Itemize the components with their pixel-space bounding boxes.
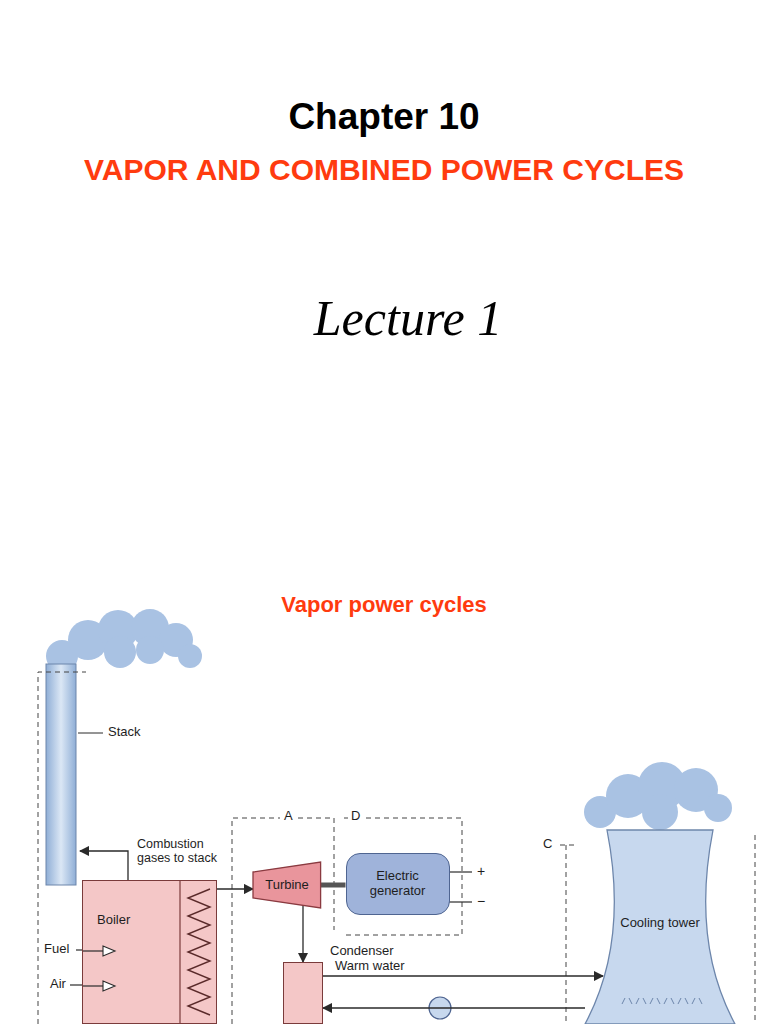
drawing-part bbox=[678, 998, 681, 1004]
drawing-part bbox=[232, 818, 280, 1024]
drawing-part bbox=[136, 636, 164, 664]
drawing-part bbox=[83, 985, 103, 986]
terminal-sign: − bbox=[477, 893, 485, 909]
drawing-part bbox=[344, 818, 348, 819]
drawing-part bbox=[692, 998, 695, 1004]
air-inlet bbox=[70, 984, 82, 985]
node-outline bbox=[253, 862, 321, 908]
leader-line bbox=[78, 733, 103, 734]
terminal-sign: + bbox=[477, 863, 485, 879]
input-label: Fuel bbox=[44, 942, 69, 957]
drawing-part bbox=[445, 871, 472, 872]
flue-gas-arrow bbox=[80, 851, 128, 880]
drawing-part bbox=[83, 950, 103, 951]
shaft-line bbox=[321, 883, 346, 888]
fuel-inlet bbox=[76, 949, 82, 950]
boiler-coil bbox=[180, 881, 210, 1024]
cooling-tower: Cooling tower bbox=[585, 830, 735, 1024]
drawing-part bbox=[657, 998, 660, 1004]
input-label: Air bbox=[50, 977, 66, 992]
inlet-arrows bbox=[83, 946, 115, 991]
drawing-part bbox=[629, 998, 632, 1004]
edge-label: Warm water bbox=[333, 958, 407, 973]
node-label: Cooling tower bbox=[620, 916, 700, 931]
drawing-part bbox=[445, 901, 472, 902]
drawing-part bbox=[178, 644, 202, 668]
drawing-part bbox=[104, 636, 136, 668]
drawing-part bbox=[622, 998, 625, 1004]
drawing-part bbox=[566, 845, 567, 1024]
part-label: Stack bbox=[108, 725, 141, 740]
section-heading: Vapor power cycles bbox=[281, 592, 486, 617]
smoke-cloud bbox=[46, 609, 202, 672]
tower-shell bbox=[585, 830, 735, 1024]
chapter-title: Chapter 10 bbox=[288, 96, 479, 139]
drawing-part bbox=[650, 998, 653, 1004]
node-label: Condenser bbox=[330, 944, 394, 959]
drawing-part bbox=[179, 881, 180, 1024]
node-label: Boiler bbox=[97, 913, 130, 928]
boiler-box: Boiler bbox=[82, 880, 217, 1024]
drawing-part bbox=[671, 998, 674, 1004]
flow-arrow bbox=[302, 905, 303, 962]
node-label: Electric generator bbox=[358, 869, 438, 899]
tower-cloud bbox=[584, 762, 732, 830]
drawing-part bbox=[636, 998, 639, 1004]
drawing-part bbox=[103, 946, 115, 956]
drawing-part bbox=[344, 818, 462, 935]
flow-arrow bbox=[217, 888, 253, 889]
turbine-trapezoid: Turbine bbox=[253, 862, 321, 908]
lecture-heading: Lecture 1 bbox=[314, 290, 502, 348]
chapter-subtitle: VAPOR AND COMBINED POWER CYCLES bbox=[84, 153, 684, 188]
flow-arrow bbox=[323, 1007, 585, 1008]
turbine-shape bbox=[253, 862, 321, 908]
drawing-part bbox=[685, 998, 688, 1004]
boundary-letter: C bbox=[543, 837, 552, 852]
drawing-part bbox=[560, 845, 578, 846]
stack-chimney bbox=[46, 664, 76, 885]
boundary-letter: A bbox=[284, 809, 293, 824]
node-outline bbox=[83, 881, 218, 1024]
boundary-lines bbox=[38, 672, 755, 1024]
node-outline bbox=[585, 830, 735, 1024]
drawing-part bbox=[664, 998, 667, 1004]
drawing-part bbox=[699, 998, 702, 1004]
terminal-wires bbox=[445, 872, 472, 902]
flow-label: Combustion gases to stack bbox=[137, 837, 227, 866]
flow-arrow bbox=[323, 975, 603, 976]
drawing-part bbox=[704, 794, 732, 822]
drawing-part bbox=[755, 835, 756, 1024]
node-label: Turbine bbox=[265, 878, 309, 893]
boundary-letter: D bbox=[351, 809, 360, 824]
drawing-part bbox=[103, 981, 115, 991]
drawing-part bbox=[643, 998, 646, 1004]
drawing-part bbox=[642, 794, 678, 830]
condenser-box: Condenser bbox=[283, 962, 323, 1024]
spray-marks bbox=[622, 998, 702, 1004]
drawing-part bbox=[188, 889, 210, 1015]
generator-box: Electric generator bbox=[346, 853, 450, 915]
drawing-part bbox=[38, 672, 86, 1024]
